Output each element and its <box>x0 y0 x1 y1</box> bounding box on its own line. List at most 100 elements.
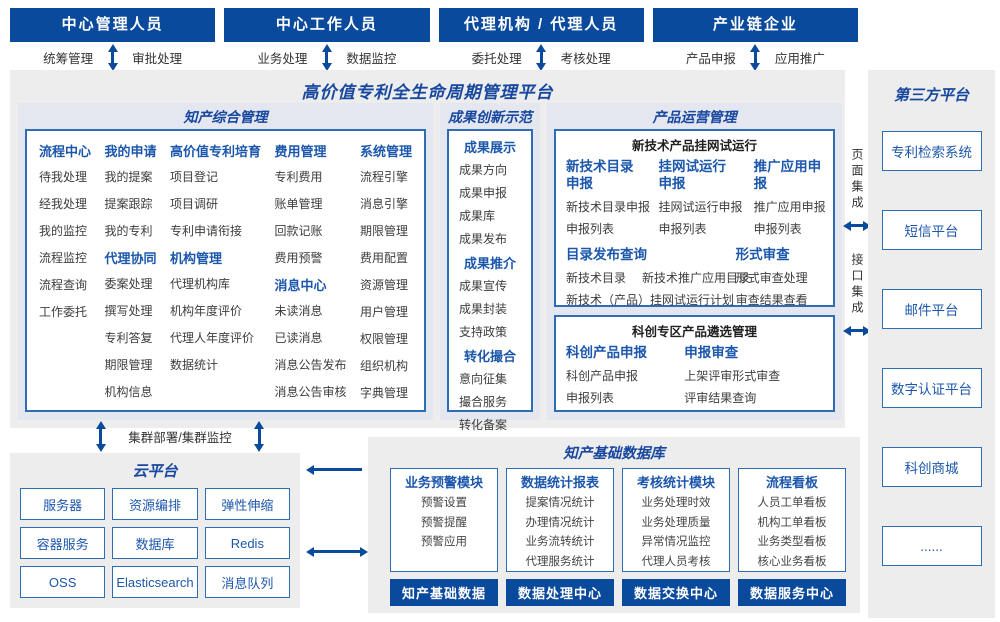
group-heading: 形式审查 <box>735 247 790 262</box>
third-party-list: 专利检索系统短信平台邮件平台数字认证平台科创商城...... <box>868 131 995 566</box>
page-integration-label: 页面集成 <box>850 148 864 212</box>
cloud-service: Elasticsearch <box>112 566 198 598</box>
menu-item: 消息公告发布 <box>274 358 347 372</box>
menu-item: 异常情况监控 <box>641 536 711 548</box>
group-heading: 科创产品申报 <box>566 345 647 360</box>
database-panel: 知产基础数据库 业务预警模块 预警设置预警提醒预警应用 知产基础数据 数据统计报… <box>368 437 860 613</box>
menu-item: 期限管理 <box>104 358 153 372</box>
group-formal-review: 形式审查 形式审查处理审查结果查看 <box>736 246 823 311</box>
group-items: 专利费用账单管理回款记账费用预警 <box>274 164 346 272</box>
group-heading: 机构管理 <box>169 251 222 266</box>
menu-item: 已读消息 <box>274 331 323 345</box>
menu-item: 用户管理 <box>359 305 408 319</box>
box-new-tech-trial: 新技术产品挂网试运行 新技术目录申报 新技术目录申报申报列表 挂网试运行申报 挂… <box>554 129 835 307</box>
cluster-row: 集群部署/集群监控 <box>40 420 320 452</box>
group-trial-declare: 挂网试运行申报 挂网试运行申报申报列表 <box>659 158 754 240</box>
menu-item: 科创产品申报 <box>566 369 639 383</box>
menu-item: 待我处理 <box>39 170 88 184</box>
menu-item: 代理人年度评价 <box>169 331 254 345</box>
menu-item: 业务处理质量 <box>641 516 711 529</box>
menu-item: 权限管理 <box>359 332 408 346</box>
menu-item: 代理机构库 <box>169 277 230 291</box>
column-system-management: 系统管理 流程引擎消息引擎期限管理费用配置资源管理用户管理权限管理组织机构字典管… <box>360 139 412 410</box>
menu-item: 我的监控 <box>39 224 88 238</box>
third-party-system: 数字认证平台 <box>881 368 982 408</box>
menu-item: 挂网试运行申报 <box>658 200 743 214</box>
actor-row: 中心管理人员 统筹管理 审批处理 中心工作人员 业务处理 数据监控 代理机构 /… <box>10 8 858 72</box>
group-heading: 目录发布查询 <box>566 247 647 262</box>
menu-item: 流程监控 <box>39 251 88 265</box>
menu-item: 申报列表 <box>753 222 802 236</box>
menu-item: 我的提案 <box>104 170 153 184</box>
module-heading: 数据统计报表 <box>520 475 599 490</box>
menu-item: 核心业务看板 <box>757 555 827 568</box>
third-party-system: 科创商城 <box>881 447 982 487</box>
group-items: 我的提案提案跟踪我的专利 <box>104 164 156 245</box>
column-patent-cultivation: 高价值专利培育 项目登记项目调研专利申请衔接 机构管理 代理机构库机构年度评价代… <box>170 139 261 410</box>
group-heading: 系统管理 <box>359 144 412 159</box>
double-arrow-horizontal-icon <box>851 329 863 332</box>
group-heading: 代理协同 <box>104 251 157 266</box>
menu-item: 机构信息 <box>104 385 153 399</box>
menu-item: 代理服务统计 <box>525 555 595 568</box>
group-heading: 成果展示 <box>463 140 516 155</box>
actor-title: 中心管理人员 <box>10 8 216 42</box>
menu-item: 项目登记 <box>169 170 218 184</box>
menu-item: 业务处理时效 <box>641 497 711 509</box>
menu-item: 支持政策 <box>459 325 508 339</box>
menu-item: 新技术（产品）挂网试运行计划 <box>566 293 735 307</box>
menu-item: 资源管理 <box>359 278 408 292</box>
group-items: 上架评审形式审查评审结果查询 <box>684 365 823 409</box>
actor-role-right: 应用推广 <box>774 51 825 66</box>
group-items: 推广应用申报申报列表 <box>753 196 826 240</box>
double-arrow-vertical-icon <box>99 428 103 444</box>
menu-item: 账单管理 <box>274 197 323 211</box>
menu-item: 申报列表 <box>566 391 615 405</box>
cloud-service: 弹性伸缩 <box>204 488 290 520</box>
menu-item: 提案情况统计 <box>525 497 595 509</box>
group-heading: 新技术目录申报 <box>566 159 634 191</box>
third-party-system: 短信平台 <box>881 210 982 250</box>
double-arrow-vertical-icon <box>257 428 261 444</box>
group-heading: 申报审查 <box>684 345 739 360</box>
menu-item: 字典管理 <box>359 386 408 400</box>
section-achievement-innovation: 成果创新示范 成果展示 成果方向成果申报成果库成果发布 成果推介 成果宣传成果封… <box>440 103 540 432</box>
double-arrow-vertical-icon <box>753 51 757 63</box>
menu-item: 成果方向 <box>459 163 508 177</box>
menu-item: 推广应用申报 <box>753 200 826 214</box>
menu-item: 办理情况统计 <box>525 516 595 529</box>
platform-panel: 高价值专利全生命周期管理平台 知产综合管理 流程中心 待我处理经我处理我的监控流… <box>10 70 845 432</box>
section-product-operation: 产品运营管理 新技术产品挂网试运行 新技术目录申报 新技术目录申报申报列表 挂网… <box>547 103 842 420</box>
module-process-board: 流程看板 人员工单看板机构工单看板业务类型看板核心业务看板 数据服务中心 <box>738 468 846 606</box>
group-items: 成果方向成果申报成果库成果发布 <box>449 159 531 251</box>
menu-item: 新技术目录 <box>566 271 627 285</box>
arrow-left-icon <box>314 468 362 471</box>
module-heading: 流程看板 <box>765 475 818 490</box>
menu-item: 组织机构 <box>359 359 408 373</box>
module-items: 业务处理时效业务处理质量异常情况监控代理人员考核 <box>623 494 729 572</box>
data-center-badge: 数据处理中心 <box>506 579 614 606</box>
actor-role-right: 审批处理 <box>132 51 183 66</box>
group-heading: 成果推介 <box>463 256 516 271</box>
actor-role-left: 统筹管理 <box>43 51 94 66</box>
actor-role-right: 考核处理 <box>560 51 611 66</box>
group-items: 挂网试运行申报申报列表 <box>659 196 754 240</box>
third-party-title: 第三方平台 <box>893 87 969 104</box>
menu-item: 上架评审形式审查 <box>684 369 781 383</box>
group-items: 未读消息已读消息消息公告发布消息公告审核 <box>274 298 346 406</box>
group-heading: 我的申请 <box>104 144 157 159</box>
group-heading: 流程中心 <box>39 144 92 159</box>
menu-item: 委案处理 <box>104 277 153 291</box>
menu-item: 专利答复 <box>104 331 153 345</box>
actor-center-staff: 中心工作人员 业务处理 数据监控 <box>224 8 430 72</box>
module-business-warning: 业务预警模块 预警设置预警提醒预警应用 知产基础数据 <box>390 468 498 606</box>
module-heading: 考核统计模块 <box>636 475 715 490</box>
cloud-service: 数据库 <box>112 527 198 559</box>
menu-item: 回款记账 <box>274 224 323 238</box>
third-party-system: 邮件平台 <box>881 289 982 329</box>
actor-role-right: 数据监控 <box>346 51 397 66</box>
data-center-badge: 数据服务中心 <box>738 579 846 606</box>
section-ip-management: 知产综合管理 流程中心 待我处理经我处理我的监控流程监控流程查询工作委托 我的申… <box>18 103 433 420</box>
group-items: 流程引擎消息引擎期限管理费用配置资源管理用户管理权限管理组织机构字典管理 <box>360 164 412 407</box>
